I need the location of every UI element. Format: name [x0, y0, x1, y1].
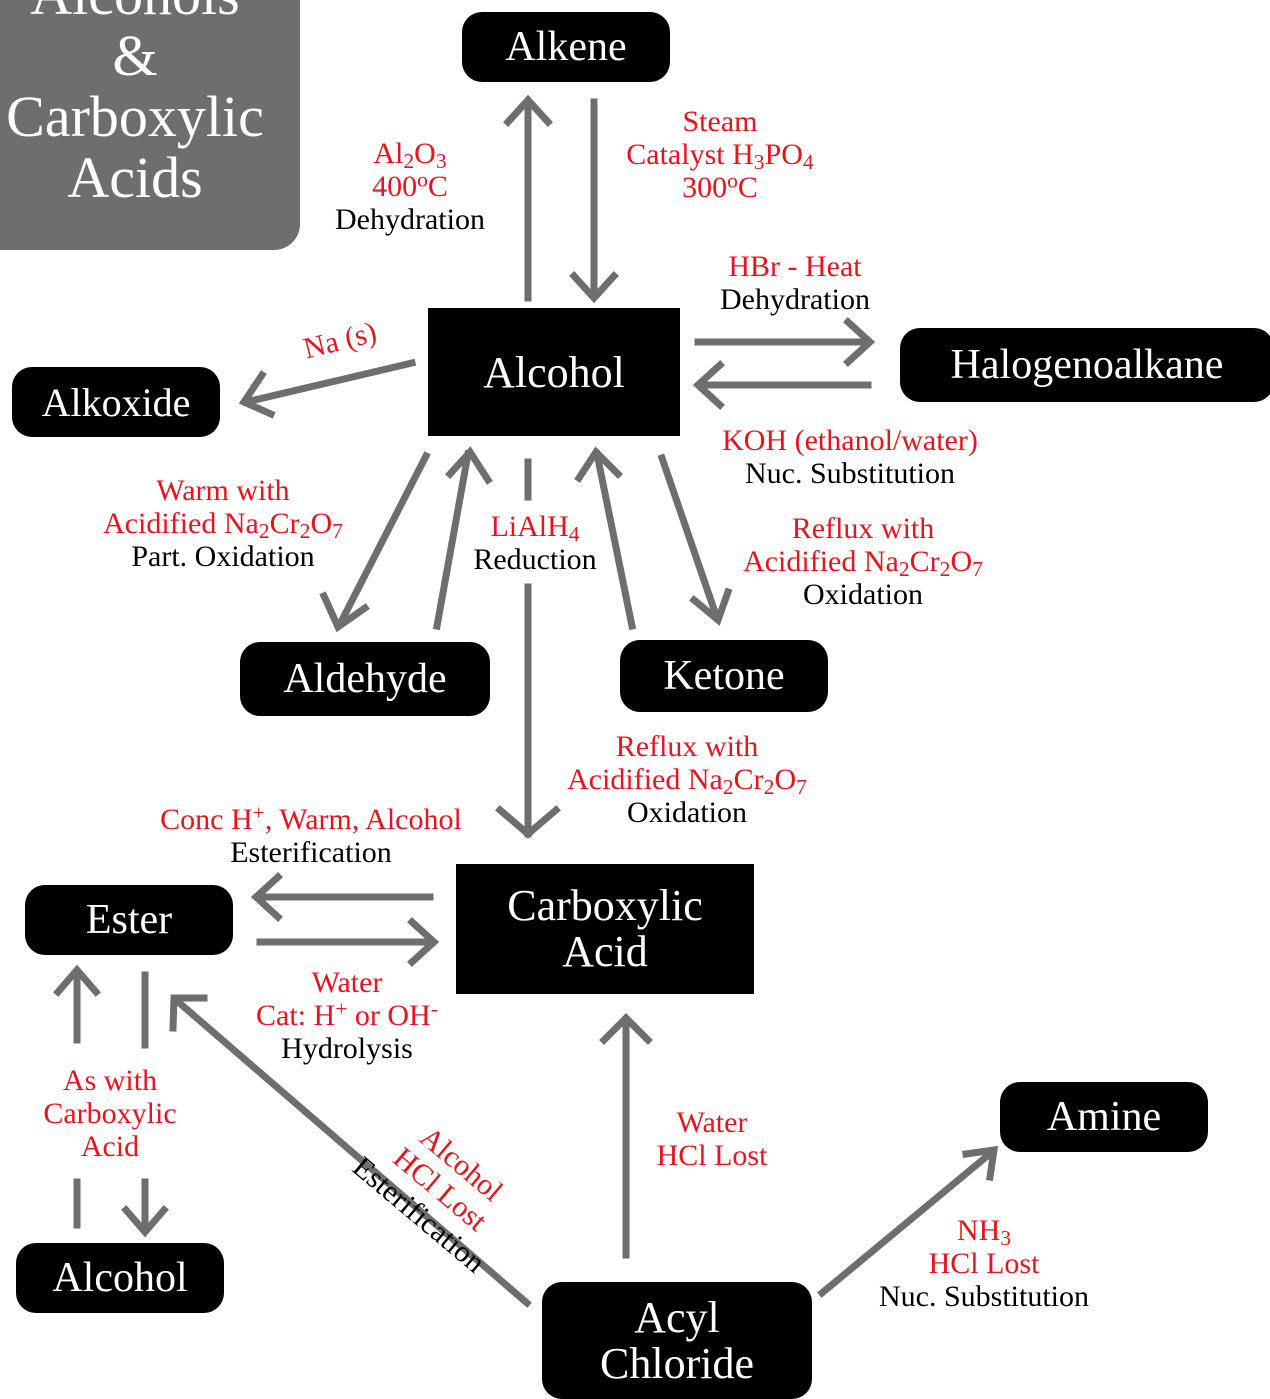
node-carboxylic-acid-line: Acid [562, 927, 648, 976]
arrow-alcohol-to-alkoxide [238, 358, 417, 419]
label-amine-route: NH3 HCl Lost Nuc. Substitution [856, 1214, 1112, 1313]
node-alkoxide: Alkoxide [12, 367, 220, 437]
label-ketone-oxidation: Reflux with Acidified Na2Cr2O7 Oxidation [718, 512, 1008, 611]
label-condition: Water [676, 1106, 748, 1139]
label-hydration: Steam Catalyst H3PO4 300oC [602, 105, 838, 204]
arrow-acyl-chloride-to-amine [817, 1145, 999, 1298]
label-as-with: As with Carboxylic Acid [26, 1064, 194, 1163]
label-reaction-name: Part. Oxidation [131, 540, 315, 573]
label-reaction-name: Dehydration [335, 203, 485, 236]
label-koh: KOH (ethanol/water) Nuc. Substitution [700, 424, 1000, 490]
node-acyl-chloride-line: Chloride [600, 1338, 754, 1388]
arrow-halogenoalkane-to-alcohol [692, 360, 872, 410]
label-catalyst: Cat: H+ or OH- [256, 996, 438, 1032]
title-line: Acids [67, 145, 203, 210]
label-condition: Al2O3 [373, 137, 447, 173]
arrow-alcohol-to-halogenoalkane [694, 317, 876, 367]
arrow-alcohol-to-carboxylic-acid [495, 458, 561, 839]
label-part-oxidation: Warm with Acidified Na2Cr2O7 Part. Oxida… [78, 474, 368, 573]
label-acid-oxidation: Reflux with Acidified Na2Cr2O7 Oxidation [542, 730, 832, 829]
title-line: Carboxylic [6, 84, 264, 149]
label-condition: HCl Lost [928, 1247, 1040, 1280]
arrow-alcohol-to-ester [53, 964, 101, 1229]
arrow-alkene-to-alcohol [569, 98, 619, 304]
label-condition: Steam [682, 105, 758, 138]
label-condition: Conc H+, Warm, Alcohol [160, 800, 462, 836]
node-carboxylic-acid-line: Carboxylic [507, 881, 703, 930]
label-condition: Warm with [156, 474, 290, 507]
label-reaction-name: Dehydration [720, 283, 870, 316]
label-condition: Reflux with [791, 512, 935, 545]
node-ketone: Ketone [620, 640, 828, 712]
label-line: Acid [80, 1130, 140, 1163]
label-hbr: HBr - Heat Dehydration [700, 250, 890, 316]
arrow-acyl-chloride-to-ester [169, 994, 532, 1308]
node-alcohol-product: Alcohol [16, 1243, 224, 1313]
label-line: As with [62, 1064, 158, 1097]
arrow-ester-to-alcohol [121, 971, 169, 1238]
node-alcohol: Alcohol [428, 308, 680, 436]
label-condition: Water [311, 966, 383, 999]
label-esterification: Conc H+, Warm, Alcohol Esterification [126, 800, 496, 869]
node-ester: Ester [25, 885, 233, 955]
label-reaction-name: Nuc. Substitution [878, 1280, 1089, 1313]
label-reagent: Acidified Na2Cr2O7 [103, 507, 343, 543]
arrow-alcohol-to-aldehyde [319, 451, 431, 633]
label-reagent: Acidified Na2Cr2O7 [743, 545, 983, 581]
label-temperature: 300oC [682, 168, 758, 204]
label-condition: LiAlH4 [490, 510, 580, 546]
label-reaction-name: Nuc. Substitution [744, 457, 955, 490]
arrow-alcohol-to-ketone [657, 453, 733, 626]
label-reaction-name: Oxidation [627, 796, 747, 829]
node-amine: Amine [1000, 1082, 1208, 1152]
arrow-ester-to-carboxylic-acid [256, 917, 440, 967]
node-carboxylic-acid: Carboxylic Acid [456, 864, 754, 994]
label-condition: Reflux with [615, 730, 759, 763]
arrow-carboxylic-acid-to-ester [250, 872, 434, 922]
node-alkene: Alkene [462, 12, 670, 82]
label-reaction-name: Oxidation [803, 578, 923, 611]
label-reaction-name: Reduction [473, 543, 597, 576]
label-temperature: 400oC [372, 167, 448, 203]
title-box: Alcohols & Carboxylic Acids [0, 0, 300, 250]
label-line: Carboxylic [43, 1097, 177, 1130]
node-acyl-chloride-line: Acyl [634, 1292, 720, 1342]
node-halogenoalkane: Halogenoalkane [900, 328, 1270, 402]
label-condition: HCl Lost [656, 1139, 768, 1172]
node-aldehyde: Aldehyde [240, 642, 490, 716]
label-reduction: LiAlH4 Reduction [460, 510, 610, 576]
label-reaction-name: Esterification [230, 836, 392, 869]
title-line: & [112, 23, 158, 88]
label-condition: NH3 [956, 1214, 1012, 1250]
arrow-aldehyde-to-alcohol [432, 446, 493, 631]
arrow-acyl-chloride-to-carboxylic-acid [599, 1013, 653, 1259]
label-reagent: Acidified Na2Cr2O7 [567, 763, 807, 799]
title-line: Alcohols [0, 0, 300, 25]
arrow-ketone-to-alcohol [574, 446, 637, 631]
arrow-alcohol-to-alkene [503, 94, 553, 302]
label-hydrolysis: Water Cat: H+ or OH- Hydrolysis [230, 966, 464, 1065]
label-acyl-water: Water HCl Lost [640, 1106, 784, 1172]
label-catalyst: Catalyst H3PO4 [626, 138, 814, 174]
label-reaction-name: Hydrolysis [281, 1032, 413, 1065]
label-dehydration-alkene: Al2O3 400oC Dehydration [318, 137, 502, 236]
label-condition: KOH (ethanol/water) [722, 424, 978, 457]
label-condition: HBr - Heat [728, 250, 862, 283]
node-acyl-chloride: Acyl Chloride [542, 1282, 812, 1399]
